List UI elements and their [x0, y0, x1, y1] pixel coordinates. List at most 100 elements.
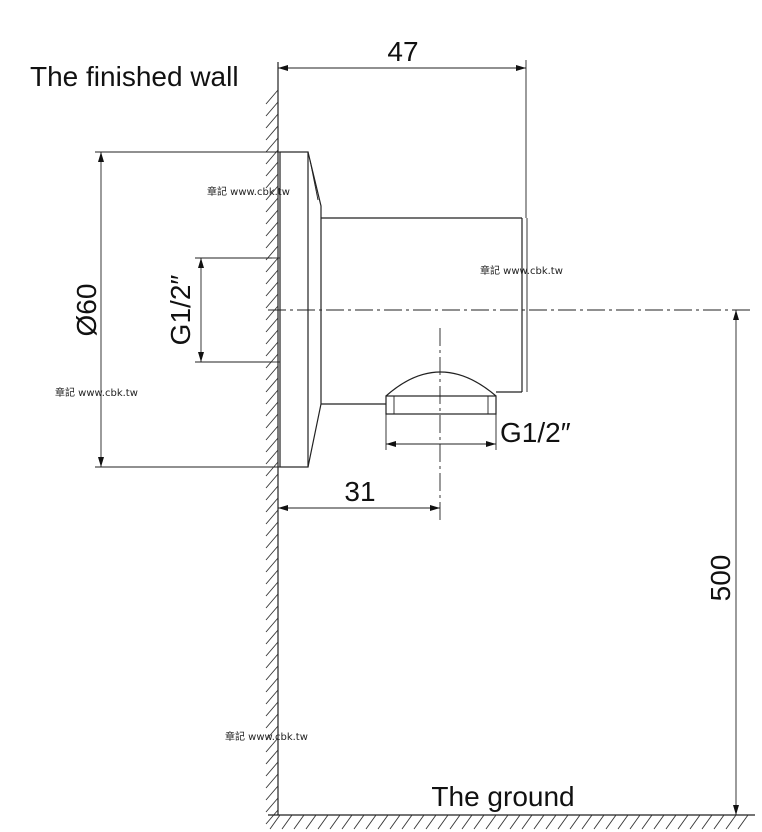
watermark: 章記 www.cbk.tw: [225, 730, 308, 743]
wall-hatch-line: [265, 341, 279, 357]
wall-hatch-line: [265, 293, 279, 309]
wall-hatching: [265, 89, 279, 825]
wall-hatch-line: [265, 125, 279, 141]
ground-hatch-line: [473, 814, 485, 830]
flange: [279, 151, 309, 468]
wall-hatch-line: [265, 401, 279, 417]
ground-hatch-line: [665, 814, 677, 830]
ground-hatch-line: [557, 814, 569, 830]
wall-hatch-line: [265, 377, 279, 393]
ground-hatch-line: [401, 814, 413, 830]
ground-hatch-line: [305, 814, 317, 830]
ground-hatch-line: [425, 814, 437, 830]
ground-hatch-line: [281, 814, 293, 830]
wall-hatch-line: [265, 749, 279, 765]
wall-hatch-line: [265, 653, 279, 669]
ground-hatch-line: [605, 814, 617, 830]
wall-hatch-line: [265, 389, 279, 405]
wall-thread-label: G1/2″: [165, 275, 196, 346]
dimension-outlet-offset: 31: [278, 476, 440, 511]
wall-hatch-line: [265, 473, 279, 489]
wall-hatch-line: [265, 233, 279, 249]
wall-hatch-line: [265, 557, 279, 573]
ground-hatch-line: [629, 814, 641, 830]
wall-hatch-line: [265, 89, 279, 105]
overall-depth-label: 47: [387, 36, 418, 67]
wall-hatch-line: [265, 545, 279, 561]
wall-hatch-line: [265, 605, 279, 621]
ground-hatch-line: [413, 814, 425, 830]
ground-hatch-line: [377, 814, 389, 830]
wall-hatch-line: [265, 185, 279, 201]
wall-hatch-line: [265, 413, 279, 429]
ground-hatch-line: [437, 814, 449, 830]
ground-hatch-line: [737, 814, 749, 830]
wall-hatch-line: [265, 329, 279, 345]
ground-hatch-line: [389, 814, 401, 830]
ground-hatch-line: [353, 814, 365, 830]
wall-hatch-line: [265, 305, 279, 321]
wall-hatch-line: [265, 317, 279, 333]
outlet-dome: [385, 371, 497, 397]
ground-hatching: [269, 814, 749, 830]
ground-hatch-line: [677, 814, 689, 830]
wall-hatch-line: [265, 449, 279, 465]
ground-hatch-line: [581, 814, 593, 830]
outlet-thread-label: G1/2″: [500, 417, 571, 448]
ground-hatch-line: [653, 814, 665, 830]
watermark: 章記 www.cbk.tw: [207, 185, 290, 198]
ground-hatch-line: [317, 814, 329, 830]
wall-hatch-line: [265, 137, 279, 153]
ground-hatch-line: [521, 814, 533, 830]
wall-hatch-line: [265, 713, 279, 729]
ground-hatch-line: [725, 814, 737, 830]
wall-hatch-line: [265, 533, 279, 549]
ground-hatch-line: [497, 814, 509, 830]
outlet-offset-label: 31: [344, 476, 375, 507]
wall-hatch-line: [265, 641, 279, 657]
watermark: 章記 www.cbk.tw: [55, 386, 138, 399]
wall-hatch-line: [265, 173, 279, 189]
wall-hatch-line: [265, 485, 279, 501]
outlet-nipple: [385, 395, 497, 415]
wall-hatch-line: [265, 101, 279, 117]
wall-hatch-line: [265, 209, 279, 225]
ground-hatch-line: [545, 814, 557, 830]
dimension-height-from-ground: 500: [705, 310, 739, 815]
flange-transition: [307, 151, 322, 468]
ground-label: The ground: [431, 781, 574, 812]
wall-hatch-line: [265, 689, 279, 705]
ground-hatch-line: [449, 814, 461, 830]
ground-hatch-line: [365, 814, 377, 830]
wall-hatch-line: [265, 665, 279, 681]
ground-hatch-line: [509, 814, 521, 830]
wall-hatch-line: [265, 353, 279, 369]
ground-hatch-line: [617, 814, 629, 830]
wall-hatch-line: [265, 221, 279, 237]
wall-hatch-line: [265, 113, 279, 129]
wall-hatch-line: [265, 809, 279, 825]
wall-hatch-line: [265, 461, 279, 477]
wall-hatch-line: [265, 257, 279, 273]
ground-hatch-line: [533, 814, 545, 830]
finished-wall: [265, 62, 279, 825]
dimension-wall-thread: G1/2″: [165, 257, 272, 363]
ground-hatch-line: [461, 814, 473, 830]
wall-hatch-line: [265, 161, 279, 177]
wall-hatch-line: [265, 281, 279, 297]
wall-hatch-line: [265, 725, 279, 741]
ground-hatch-line: [269, 814, 281, 830]
ground-hatch-line: [713, 814, 725, 830]
ground-line: [268, 814, 755, 830]
wall-hatch-line: [265, 737, 279, 753]
ground-hatch-line: [593, 814, 605, 830]
dimension-outlet-thread: G1/2″: [385, 414, 571, 450]
wall-hatch-line: [265, 797, 279, 813]
flange-diameter-label: Ø60: [71, 284, 102, 337]
ground-hatch-line: [701, 814, 713, 830]
wall-hatch-line: [265, 617, 279, 633]
wall-hatch-line: [265, 509, 279, 525]
ground-hatch-line: [569, 814, 581, 830]
wall-hatch-line: [265, 593, 279, 609]
